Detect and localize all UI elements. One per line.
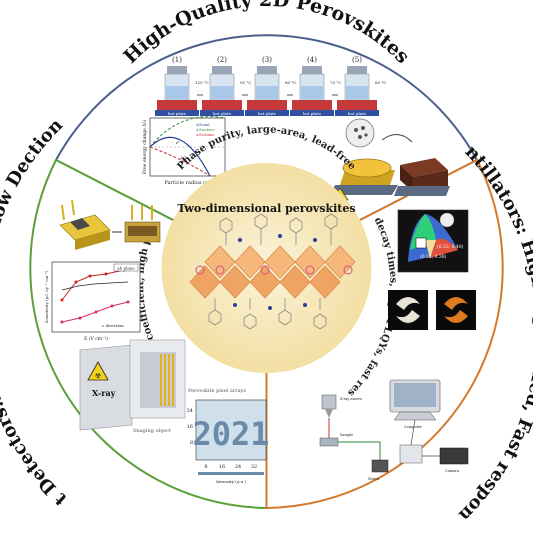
organic-spacer-bottom [208,298,327,330]
svg-text:hot plate: hot plate [303,111,322,116]
svg-text:125 °C: 125 °C [195,80,209,85]
svg-text:16: 16 [219,464,225,470]
octahedra-layer [189,245,356,299]
svg-text:8: 8 [204,464,207,470]
svg-text:Mirror: Mirror [368,477,380,481]
vial-2: (2) hot plate 95 °C [200,56,251,116]
svg-text:Computer: Computer [404,425,422,429]
svg-text:Sample: Sample [340,433,353,437]
svg-text:Sensitivity (μC Gy⁻¹ cm⁻²): Sensitivity (μC Gy⁻¹ cm⁻²) [44,270,49,323]
svg-text:24: 24 [235,464,241,470]
vial-1: (1) hot plate 125 °C [155,56,209,116]
svg-text:(2): (2) [217,56,227,64]
svg-text:8: 8 [190,440,193,446]
svg-text:(3): (3) [262,56,272,64]
svg-text:(4): (4) [307,56,317,64]
svg-text:X-ray source: X-ray source [340,397,362,401]
detector-devices [59,199,161,250]
film-growth-device [330,118,450,201]
cie-chromaticity-diagram: (0.33, 0.40) (0.32, 0.38) [397,209,469,273]
svg-text:hot plate: hot plate [213,111,232,116]
vial-heating-series: (1) hot plate 125 °C (2) hot plate 95 °C… [155,56,386,116]
organic-spacer-top [219,213,338,245]
center-title: Two-dimensional perovskites [177,202,355,215]
vial-5: (5) hot plate 60 °C [335,56,386,116]
svg-text:hot plate: hot plate [348,111,367,116]
svg-text:16: 16 [187,424,193,430]
svg-text:Camera: Camera [445,469,459,473]
vial-3: (3) hot plate 80 °C [245,56,296,116]
svg-text:Perovskite pixel arrays: Perovskite pixel arrays [188,388,246,394]
svg-text:E (V cm⁻¹): E (V cm⁻¹) [84,335,108,342]
svg-text:24: 24 [187,408,193,414]
sector-top-border [54,34,479,270]
svg-text:32: 32 [251,464,257,470]
vial-4: (4) hot plate 75 °C [290,56,341,116]
svg-text:ΔGv: ΔGv [180,155,189,160]
svg-text:Free energy change ΔG: Free energy change ΔG [142,120,148,174]
sensitivity-chart: ab plane c direction E (V cm⁻¹) Sensitiv… [44,261,141,342]
center-circle: Two-dimensional perovskites [161,163,372,373]
svg-text:hot plate: hot plate [168,111,187,116]
scintillator-film-images [388,290,476,330]
svg-text:95 °C: 95 °C [240,80,251,85]
curve-volume [149,146,211,177]
perovskite-crystal-structure [189,213,356,330]
svg-text:Imaging object: Imaging object [133,428,171,434]
svg-text:ΔGvolume: ΔGvolume [196,133,214,137]
svg-text:X-ray: X-ray [92,388,116,398]
svg-text:r*: r* [176,140,180,145]
curve-surface [149,116,226,148]
svg-text:(5): (5) [352,56,362,64]
svg-text:(0.32, 0.38): (0.32, 0.38) [420,253,447,260]
svg-text:80 °C: 80 °C [285,80,296,85]
free-energy-chart: ΔGtotal ΔGsurface ΔGvolume r* ΔGv Partic… [142,116,226,186]
svg-text:☢: ☢ [95,372,101,380]
svg-text:ab plane: ab plane [117,266,135,271]
svg-text:hot plate: hot plate [258,111,277,116]
xray-imaging-setup: ☢ X-ray Imaging object Perovskite pixel … [79,339,246,434]
svg-text:ΔGtotal: ΔGtotal [196,123,210,127]
svg-text:c direction: c direction [102,323,124,328]
svg-text:Particle radius (r): Particle radius (r) [165,179,210,186]
svg-text:(0.33, 0.40): (0.33, 0.40) [437,243,464,250]
svg-text:60 °C: 60 °C [375,80,386,85]
xray-image-2021: 2021 24 16 8 8 16 24 32 Intensity (a.u.) [187,399,270,484]
scintillator-setup: X-ray source Sample Mirror Computer Came… [319,379,469,481]
svg-text:ΔGsurface: ΔGsurface [196,128,214,132]
curve-total [149,136,211,177]
svg-text:2021: 2021 [192,415,269,453]
vial-number: (1) [172,56,182,64]
svg-text:Intensity (a.u.): Intensity (a.u.) [216,479,246,484]
svg-text:75 °C: 75 °C [330,80,341,85]
